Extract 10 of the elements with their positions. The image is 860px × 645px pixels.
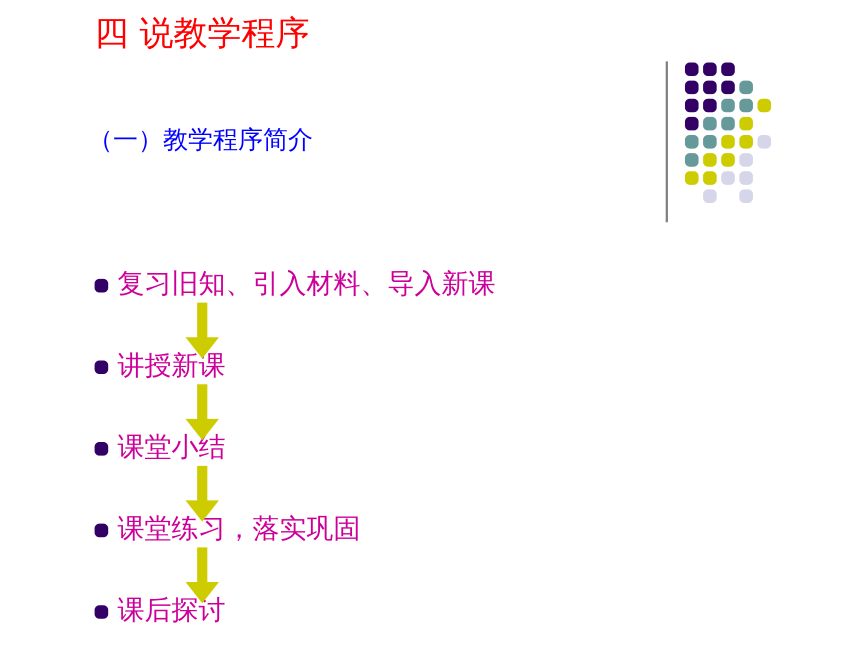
arrow — [186, 302, 219, 358]
node-label: 课堂小结 — [117, 432, 226, 463]
arrow — [186, 547, 219, 604]
node-label: 复习旧知、引入材料、导入新课 — [117, 268, 496, 300]
node-label: 课堂练习，落实巩固 — [117, 513, 360, 544]
arrow — [186, 384, 219, 440]
node-label: 讲授新课 — [117, 350, 226, 382]
diagram-title: 四 说教学程序 — [94, 13, 310, 54]
arrow — [186, 466, 219, 522]
label: （一）教学程序简介 — [88, 125, 313, 154]
